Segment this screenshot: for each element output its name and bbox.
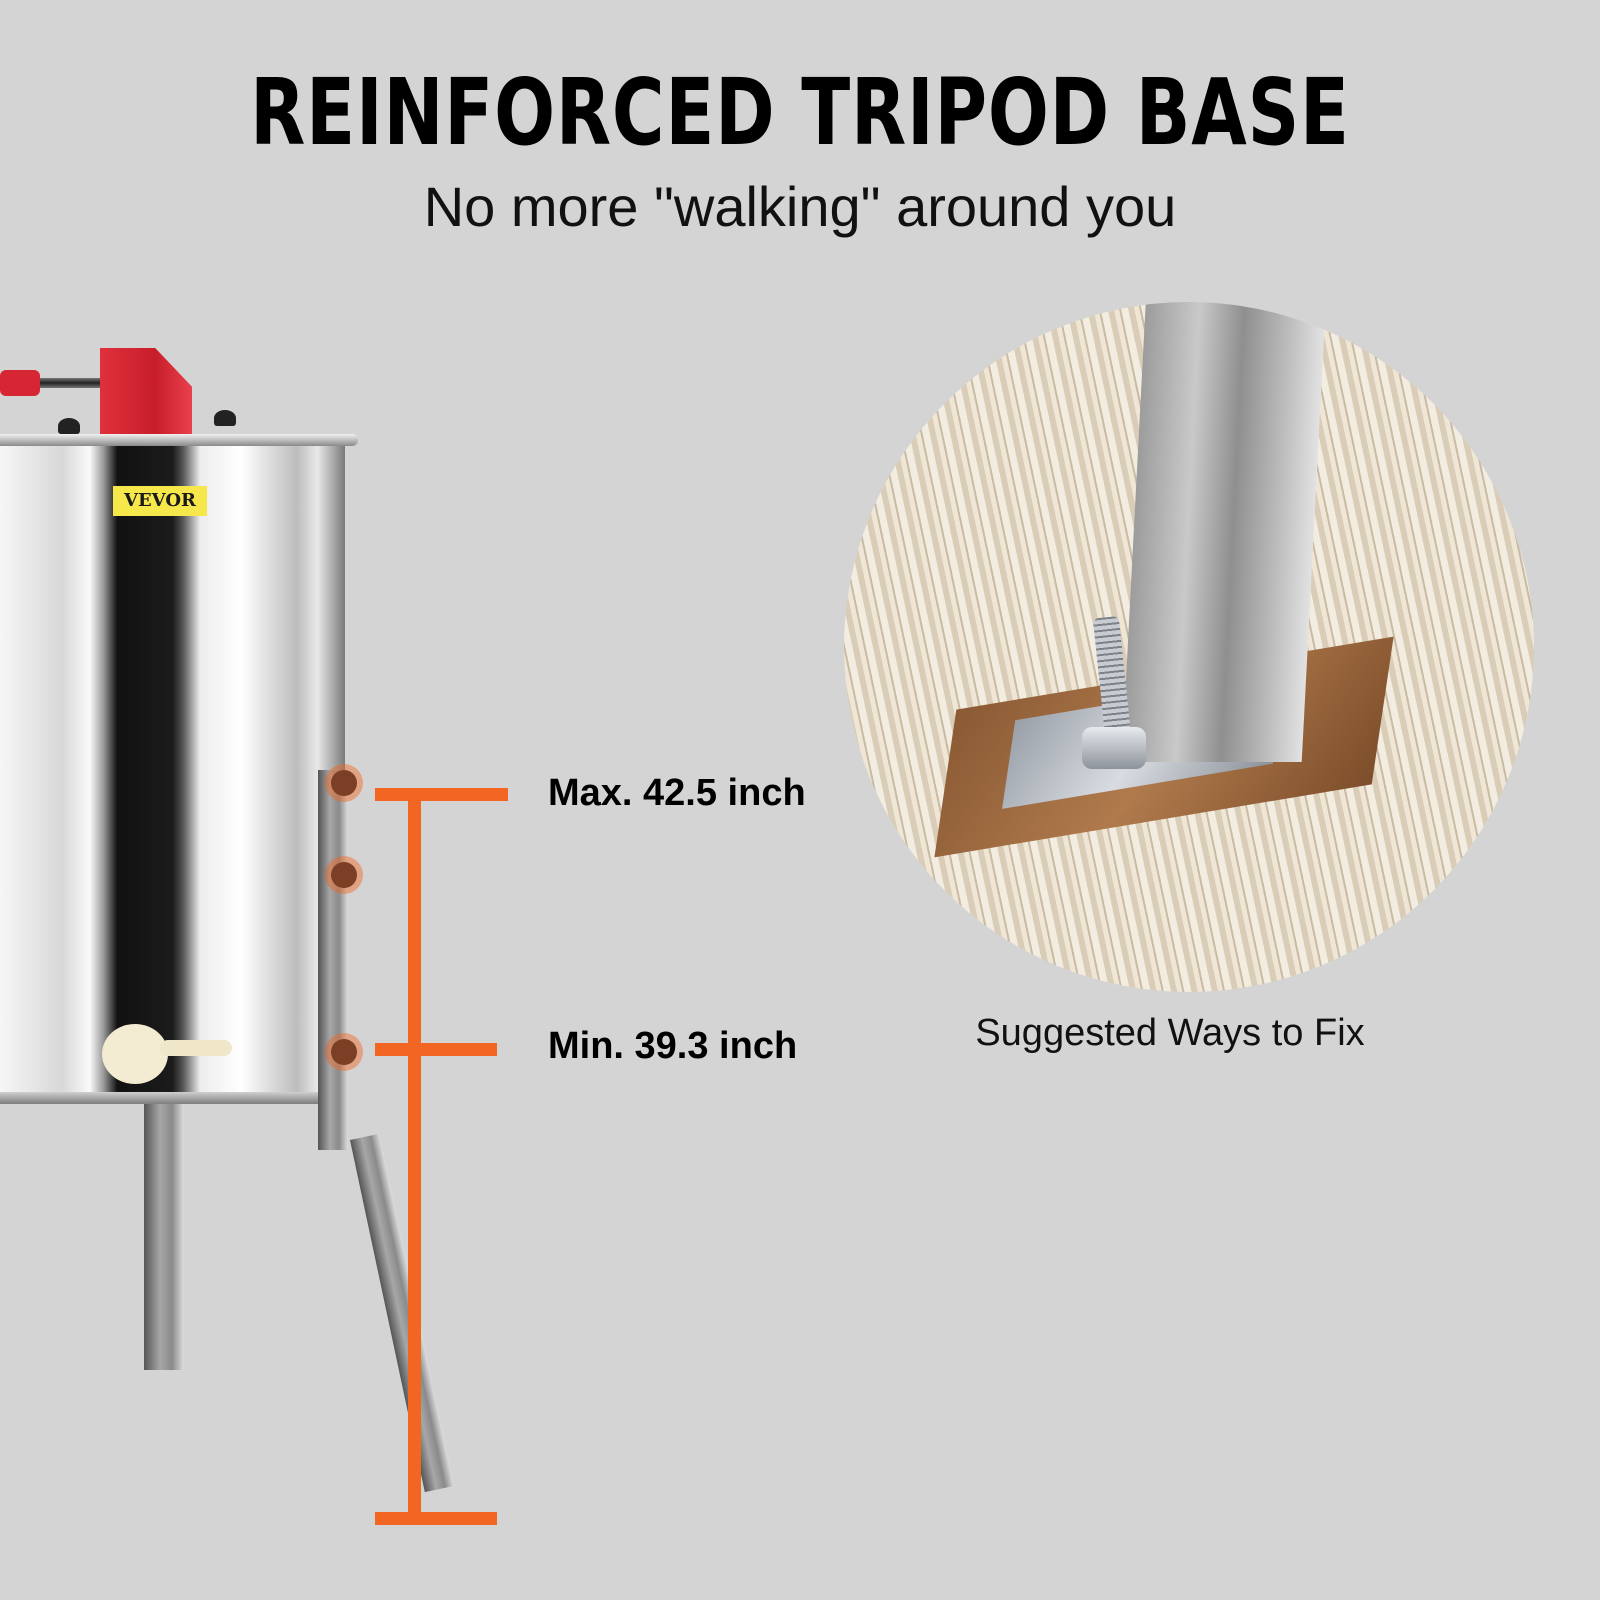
lid-rim (0, 434, 358, 446)
tripod-leg-front (144, 1104, 184, 1370)
tripod-leg-side-lower (350, 1133, 455, 1493)
min-height-label: Min. 39.3 inch (548, 1025, 798, 1067)
height-hole-marker (331, 862, 357, 888)
page-title: REINFORCED TRIPOD BASE (250, 59, 1350, 166)
lid-knob-icon (214, 410, 236, 426)
height-hole-marker (331, 1039, 357, 1065)
page-subtitle: No more "walking" around you (423, 175, 1177, 238)
max-height-tick (375, 788, 508, 801)
detail-caption: Suggested Ways to Fix (975, 1012, 1365, 1054)
crank-handle-icon (0, 370, 40, 396)
honey-gate-valve-icon (102, 1024, 168, 1084)
crank-shaft (0, 378, 110, 388)
floor-tick (375, 1512, 497, 1525)
height-hole-marker (331, 770, 357, 796)
leg-post (1121, 302, 1327, 762)
brand-label: VEVOR (113, 486, 207, 516)
gearbox (100, 348, 192, 434)
tripod-leg-side-upper (318, 770, 348, 1150)
min-height-tick (375, 1043, 497, 1056)
valve-handle (160, 1040, 232, 1056)
max-height-label: Max. 42.5 inch (548, 772, 806, 814)
drum-bottom (0, 1092, 330, 1104)
drum (0, 444, 345, 1104)
fixing-detail-image (844, 302, 1534, 992)
lid-knob-icon (58, 418, 80, 434)
nut-icon (1082, 727, 1146, 769)
height-dimension-line (408, 798, 421, 1518)
